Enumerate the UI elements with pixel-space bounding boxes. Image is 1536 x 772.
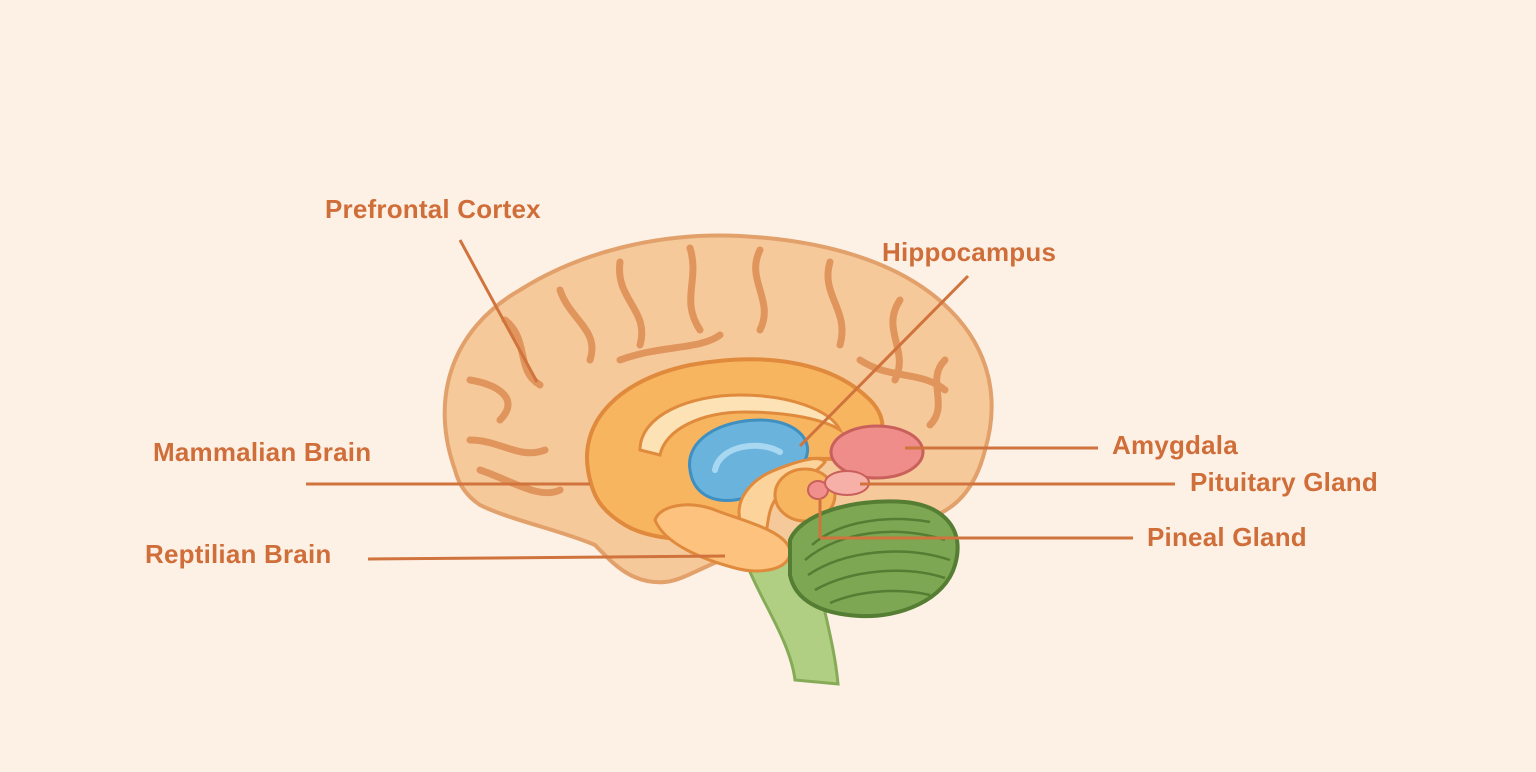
- ventricle-highlight: [712, 442, 783, 473]
- label-prefrontal-cortex: Prefrontal Cortex: [325, 194, 541, 224]
- label-amygdala: Amygdala: [1112, 430, 1238, 460]
- label-pituitary-gland: Pituitary Gland: [1190, 467, 1378, 497]
- label-mammalian-brain: Mammalian Brain: [153, 437, 372, 467]
- amygdala: [829, 424, 925, 480]
- leader-reptilian-brain: [367, 554, 726, 561]
- label-pineal-gland: Pineal Gland: [1147, 522, 1307, 552]
- corpus-callosum: [638, 393, 844, 457]
- label-reptilian-brain: Reptilian Brain: [145, 539, 332, 569]
- leader-hippocampus: [798, 274, 970, 448]
- label-hippocampus: Hippocampus: [882, 237, 1057, 267]
- leader-prefrontal-cortex: [458, 239, 539, 383]
- leader-lines: [306, 239, 1175, 561]
- cerebellum: [788, 499, 960, 619]
